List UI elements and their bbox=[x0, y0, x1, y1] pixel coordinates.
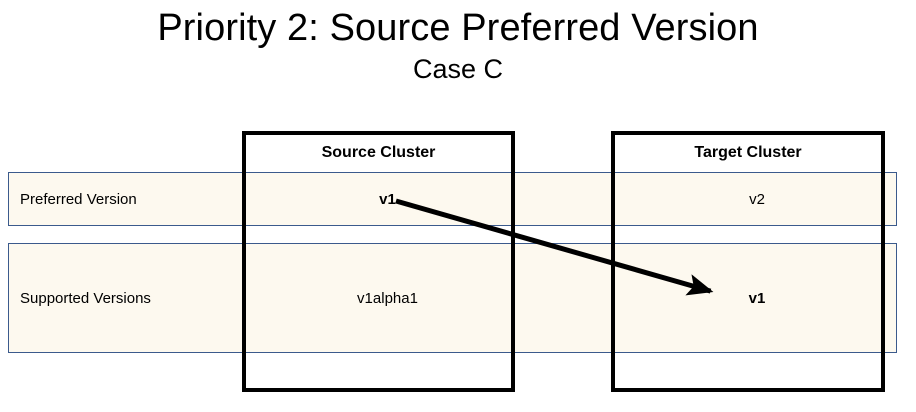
cell-source-preferred-version: v1 bbox=[379, 191, 396, 208]
cell-source-supported-versions: v1alpha1 bbox=[357, 290, 418, 307]
cell-target-preferred-version: v2 bbox=[749, 191, 765, 208]
row-label-preferred-version: Preferred Version bbox=[20, 191, 137, 208]
page-title: Priority 2: Source Preferred Version bbox=[157, 7, 759, 49]
target-cluster-box: Target Cluster bbox=[611, 131, 885, 392]
source-cluster-title: Source Cluster bbox=[321, 144, 436, 161]
title-block: Priority 2: Source Preferred Version Cas… bbox=[0, 0, 916, 86]
target-cluster-title: Target Cluster bbox=[694, 144, 802, 161]
cell-target-supported-versions: v1 bbox=[748, 290, 766, 307]
source-cluster-box: Source Cluster bbox=[242, 131, 515, 392]
page-subtitle: Case C bbox=[412, 54, 504, 84]
row-label-supported-versions: Supported Versions bbox=[20, 290, 151, 307]
